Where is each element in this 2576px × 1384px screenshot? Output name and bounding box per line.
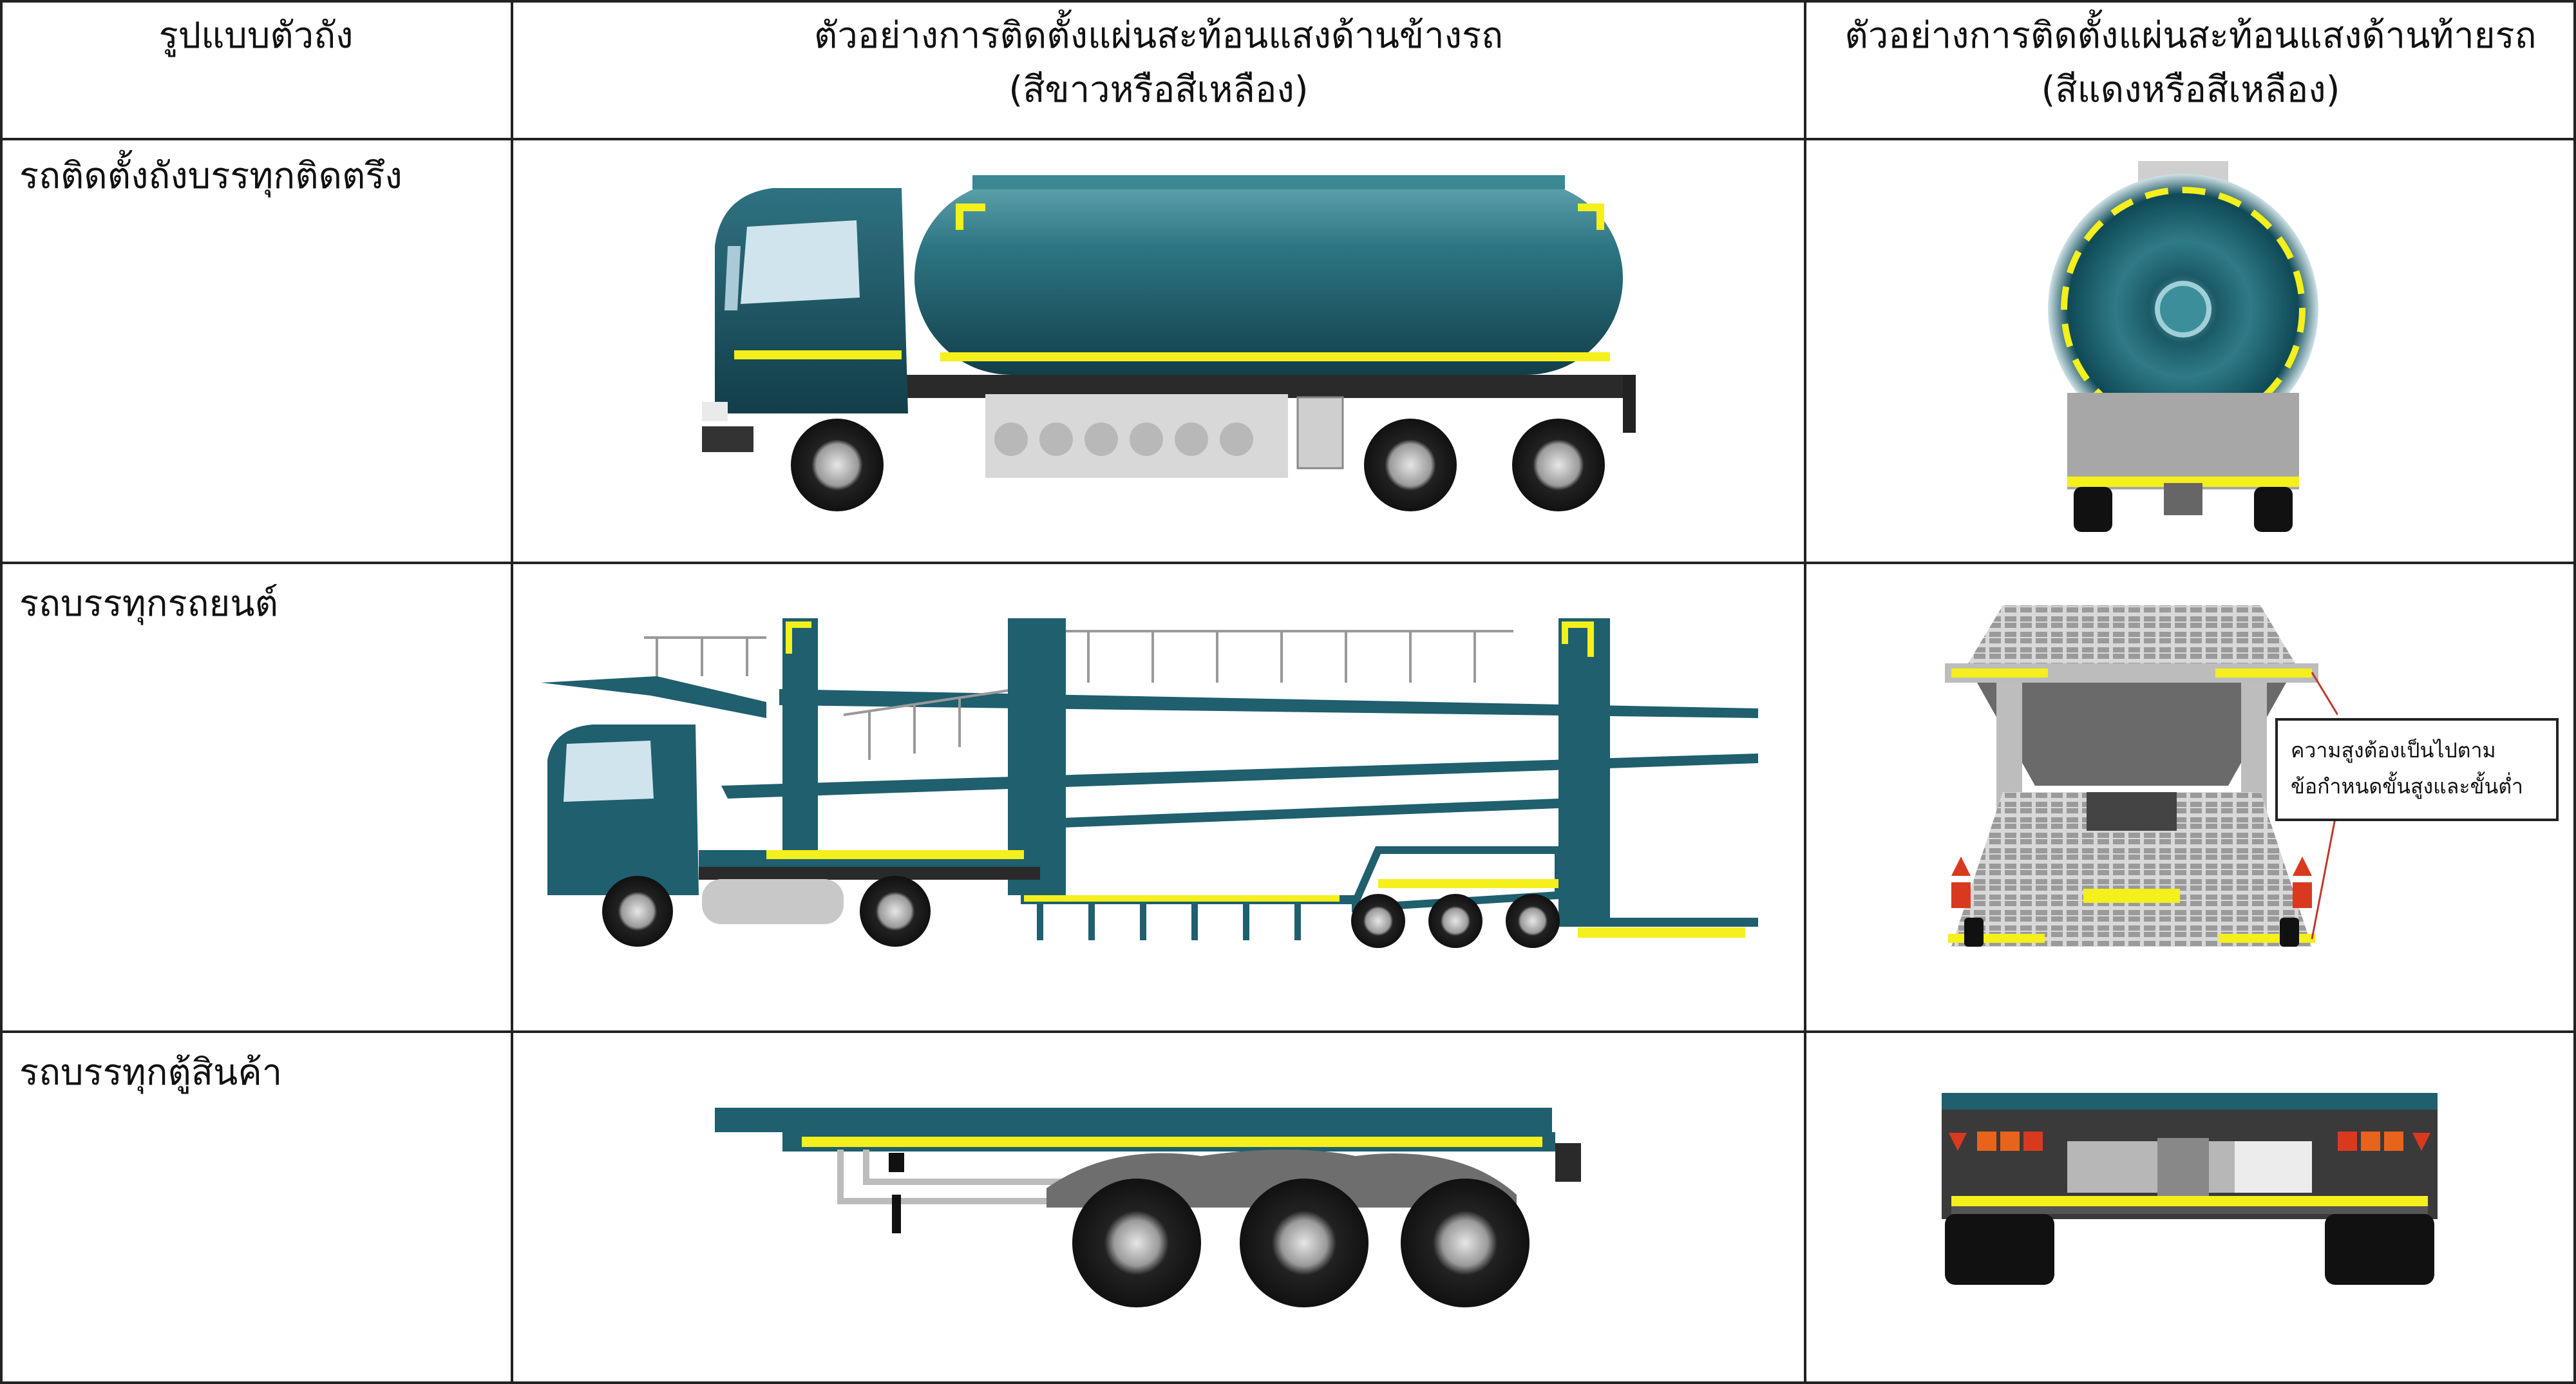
header-rear-reflector: ตัวอย่างการติดตั้งแผ่นสะท้อนแสงด้านท้ายร… [1805,9,2576,117]
header-side-line1: ตัวอย่างการติดตั้งแผ่นสะท้อนแสงด้านข้างร… [814,15,1503,57]
tanker-truck-rear-illustration [2048,161,2318,532]
header-side-reflector: ตัวอย่างการติดตั้งแผ่นสะท้อนแสงด้านข้างร… [512,9,1805,117]
container-trailer-rear-illustration [1942,1093,2438,1285]
car-carrier-rear-illustration [1945,605,2338,947]
row-label-container: รถบรรทุกตู้สินค้า [19,1052,283,1094]
header-body-type-line1: รูปแบบตัวถัง [158,15,354,57]
row-label-car-carrier: รถบรรทุกรถยนต์ [19,583,278,625]
header-side-line2: (สีขาวหรือสีเหลือง) [1009,69,1309,111]
header-body-type: รูปแบบตัวถัง [0,9,512,63]
row-label-tanker: รถติดตั้งถังบรรทุกติดตรึง [19,155,402,197]
car-carrier-side-illustration [541,618,1758,948]
callout-line1: ความสูงต้องเป็นไปตาม [2291,738,2496,763]
height-requirement-callout: ความสูงต้องเป็นไปตาม ข้อกำหนดขั้นสูงและข… [2275,718,2559,821]
container-trailer-side-illustration [715,1108,1581,1307]
callout-line2: ข้อกำหนดขั้นสูงและขั้นต่ำ [2291,774,2524,799]
tanker-truck-side-illustration [702,175,1636,511]
header-rear-line1: ตัวอย่างการติดตั้งแผ่นสะท้อนแสงด้านท้ายร… [1844,15,2537,57]
header-rear-line2: (สีแดงหรือสีเหลือง) [2041,69,2340,111]
